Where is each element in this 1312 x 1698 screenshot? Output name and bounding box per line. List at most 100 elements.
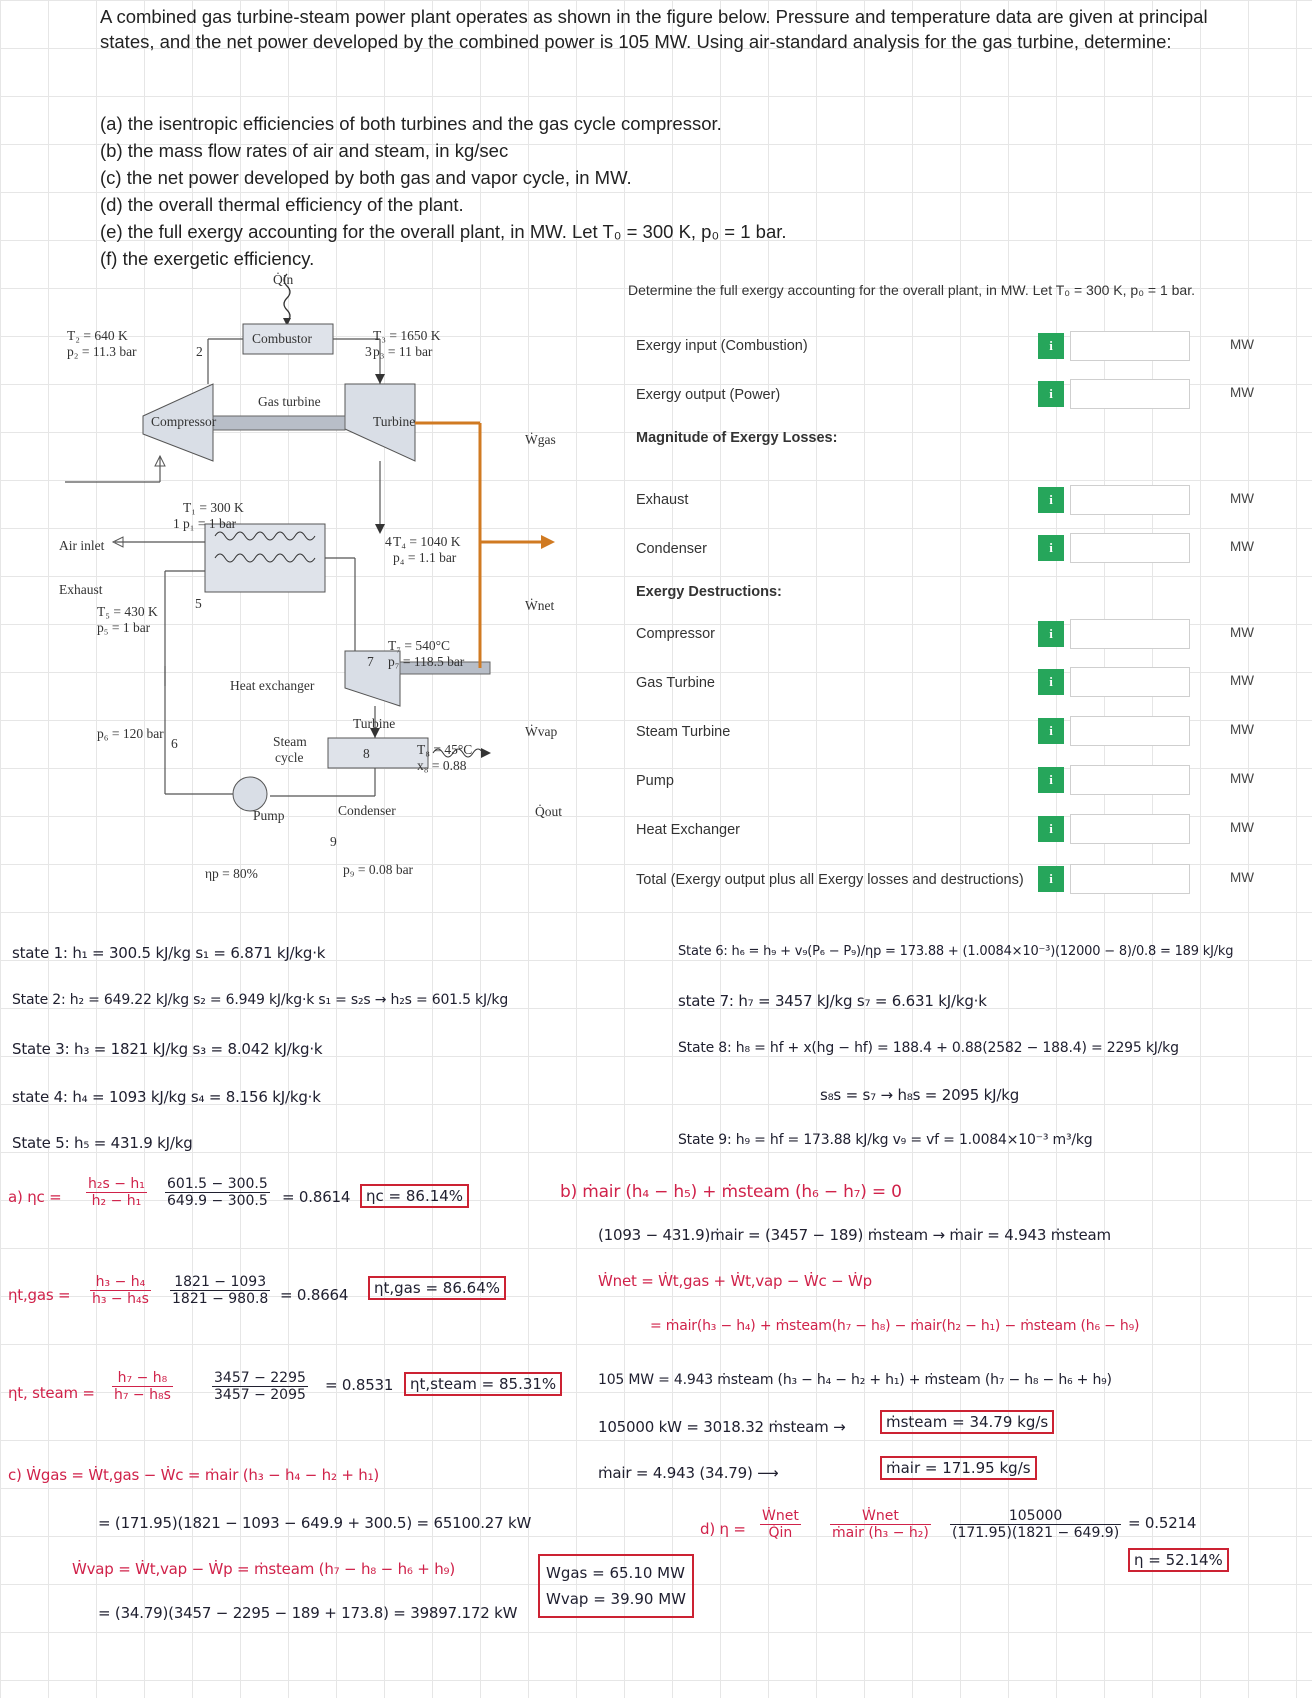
exhaust-label: Exhaust [59,582,103,597]
state-8-number: 8 [363,746,370,761]
net-work-expanded: = ṁair(h₃ − h₄) + ṁsteam(h₇ − h₈) − ṁair… [650,1318,1140,1334]
compressor-label: Compressor [151,414,217,429]
state7-label: T₇ = 540°C [388,638,450,653]
exhaust-field[interactable] [1070,485,1190,515]
compressor-field[interactable] [1070,619,1190,649]
condenser-info-icon[interactable]: i [1038,535,1064,561]
values-numerator: 3457 − 2295 [212,1370,308,1387]
compressor-efficiency-values: 601.5 − 300.5 649.9 − 300.5 [165,1176,270,1209]
exergy-input-field[interactable] [1070,331,1190,361]
compressor-destruction-label: Compressor [636,626,715,642]
steam-turbine-info-icon[interactable]: i [1038,718,1064,744]
note-state-4: state 4: h₄ = 1093 kJ/kg s₄ = 8.156 kJ/k… [12,1088,321,1106]
exergy-output-info-icon[interactable]: i [1038,381,1064,407]
plant-schematic: Q̇in T₂ = 640 K p₂ = 11.3 bar 2 Combusto… [55,266,615,896]
state4-pressure: p₄ = 1.1 bar [393,550,457,565]
total-field[interactable] [1070,864,1190,894]
part-c: (c) the net power developed by both gas … [100,167,632,188]
heat-exchanger-unit: MW [1230,820,1254,835]
problem-parts: (a) the isentropic efficiencies of both … [100,110,787,272]
exergy-output-field[interactable] [1070,379,1190,409]
state-4-number: 4 [385,534,392,549]
formula-denominator: h₃ − h₄s [92,1291,149,1307]
thermal-efficiency-formula: Ẇnet ṁair (h₃ − h₂) [830,1508,931,1541]
pump-info-icon[interactable]: i [1038,767,1064,793]
gas-turbine-efficiency-values: 1821 − 1093 1821 − 980.8 [170,1274,271,1307]
part-d: (d) the overall thermal efficiency of th… [100,194,464,215]
net-work-equation: Ẇnet = Ẇt,gas + Ẇt,vap − Ẇc − Ẇp [598,1272,872,1290]
gas-net-power-equation: c) Ẇgas = Ẇt,gas − Ẇc = ṁair (h₃ − h₄ − … [8,1466,380,1484]
state4-label: T₄ = 1040 K [393,534,461,549]
heat-exchanger-destruction-label: Heat Exchanger [636,822,740,838]
note-state-3: State 3: h₃ = 1821 kJ/kg s₃ = 8.042 kJ/k… [12,1040,323,1058]
vapor-net-power-value: = (34.79)(3457 − 2295 − 189 + 173.8) = 3… [98,1604,518,1622]
total-info-icon[interactable]: i [1038,866,1064,892]
gas-turbine-unit: MW [1230,673,1254,688]
vapor-net-power-equation: Ẇvap = Ẇt,vap − Ẇp = ṁsteam (h₇ − h₈ − h… [72,1560,455,1578]
state-6-number: 6 [171,736,178,751]
steam-turbine-efficiency-label: ηt, steam = [8,1384,95,1402]
air-inlet-label: Air inlet [59,538,105,553]
compressor-efficiency-answer: ηc = 86.14% [360,1184,470,1208]
steam-cycle-label-1: Steam [273,734,307,749]
gas-turbine-destruction-label: Gas Turbine [636,675,715,691]
combustor-label: Combustor [252,331,313,346]
total-unit: MW [1230,870,1254,885]
steam-turbine-efficiency-values: 3457 − 2295 3457 − 2095 [212,1370,308,1403]
exergy-input-info-icon[interactable]: i [1038,333,1064,359]
note-state-5: State 5: h₅ = 431.9 kJ/kg [12,1134,193,1152]
formula-denominator: h₇ − h₈s [114,1387,171,1403]
steam-turbine-field[interactable] [1070,716,1190,746]
state6-pressure: p₆ = 120 bar [97,726,164,741]
steam-flow-solve: 105000 kW = 3018.32 ṁsteam → [598,1418,846,1436]
condenser-field[interactable] [1070,533,1190,563]
state-3-number: 3 [365,344,372,359]
air-flow-solve: ṁair = 4.943 (34.79) ⟶ [598,1464,779,1482]
values-denominator: (171.95)(1821 − 649.9) [952,1525,1120,1541]
gas-turbine-field[interactable] [1070,667,1190,697]
values-numerator: 105000 [950,1508,1122,1525]
compressor-efficiency-result: = 0.8614 [282,1188,351,1206]
heat-exchanger-label: Heat exchanger [230,678,315,693]
formula-denominator: ṁair (h₃ − h₂) [832,1525,929,1541]
w-net-label: Ẇnet [525,598,555,613]
steam-turbine-unit: MW [1230,722,1254,737]
formula-numerator: Ẇnet [760,1508,801,1525]
q-in-label: Q̇in [273,272,294,287]
note-state-2: State 2: h₂ = 649.22 kJ/kg s₂ = 6.949 kJ… [12,992,509,1008]
formula-denominator: Q̇in [768,1525,793,1541]
pump-field[interactable] [1070,765,1190,795]
state1-label: T₁ = 300 K [183,500,244,515]
pump-efficiency-label: ηp = 80% [205,866,258,881]
gas-turbine-info-icon[interactable]: i [1038,669,1064,695]
problem-intro: A combined gas turbine-steam power plant… [100,6,1208,52]
compressor-info-icon[interactable]: i [1038,621,1064,647]
state-9-number: 9 [330,834,337,849]
heat-exchanger-info-icon[interactable]: i [1038,816,1064,842]
condenser-loss-label: Condenser [636,541,707,557]
condenser-unit: MW [1230,539,1254,554]
formula-numerator: h₇ − h₈ [112,1370,173,1387]
note-state-7: state 7: h₇ = 3457 kJ/kg s₇ = 6.631 kJ/k… [678,992,987,1010]
state3-label: T₃ = 1650 K [373,328,441,343]
net-work-substituted: 105 MW = 4.943 ṁsteam (h₃ − h₄ − h₂ + h₁… [598,1372,1112,1388]
thermal-efficiency-label: d) η = [700,1520,746,1538]
vapor-power-answer: Wvap = 39.90 MW [546,1590,687,1608]
exhaust-info-icon[interactable]: i [1038,487,1064,513]
part-f: (f) the exergetic efficiency. [100,248,315,269]
state-7-number: 7 [367,654,374,669]
formula-numerator: h₃ − h₄ [90,1274,151,1291]
state5-label: T₅ = 430 K [97,604,158,619]
mass-flow-ratio: (1093 − 431.9)ṁair = (3457 − 189) ṁsteam… [598,1226,1111,1244]
w-gas-label: Ẇgas [525,432,556,447]
total-exergy-label: Total (Exergy output plus all Exergy los… [636,872,1024,888]
state7-pressure: p₇ = 118.5 bar [388,654,465,669]
heat-exchanger-field[interactable] [1070,814,1190,844]
pump-unit: MW [1230,771,1254,786]
gas-turbine-efficiency-label: ηt,gas = [8,1286,71,1304]
condenser-label: Condenser [338,803,396,818]
note-state-8: State 8: h₈ = hf + x(hg − hf) = 188.4 + … [678,1040,1179,1056]
exergy-output-label: Exergy output (Power) [636,387,781,403]
state1-pressure: p₁ = 1 bar [183,516,237,531]
exhaust-unit: MW [1230,491,1254,506]
